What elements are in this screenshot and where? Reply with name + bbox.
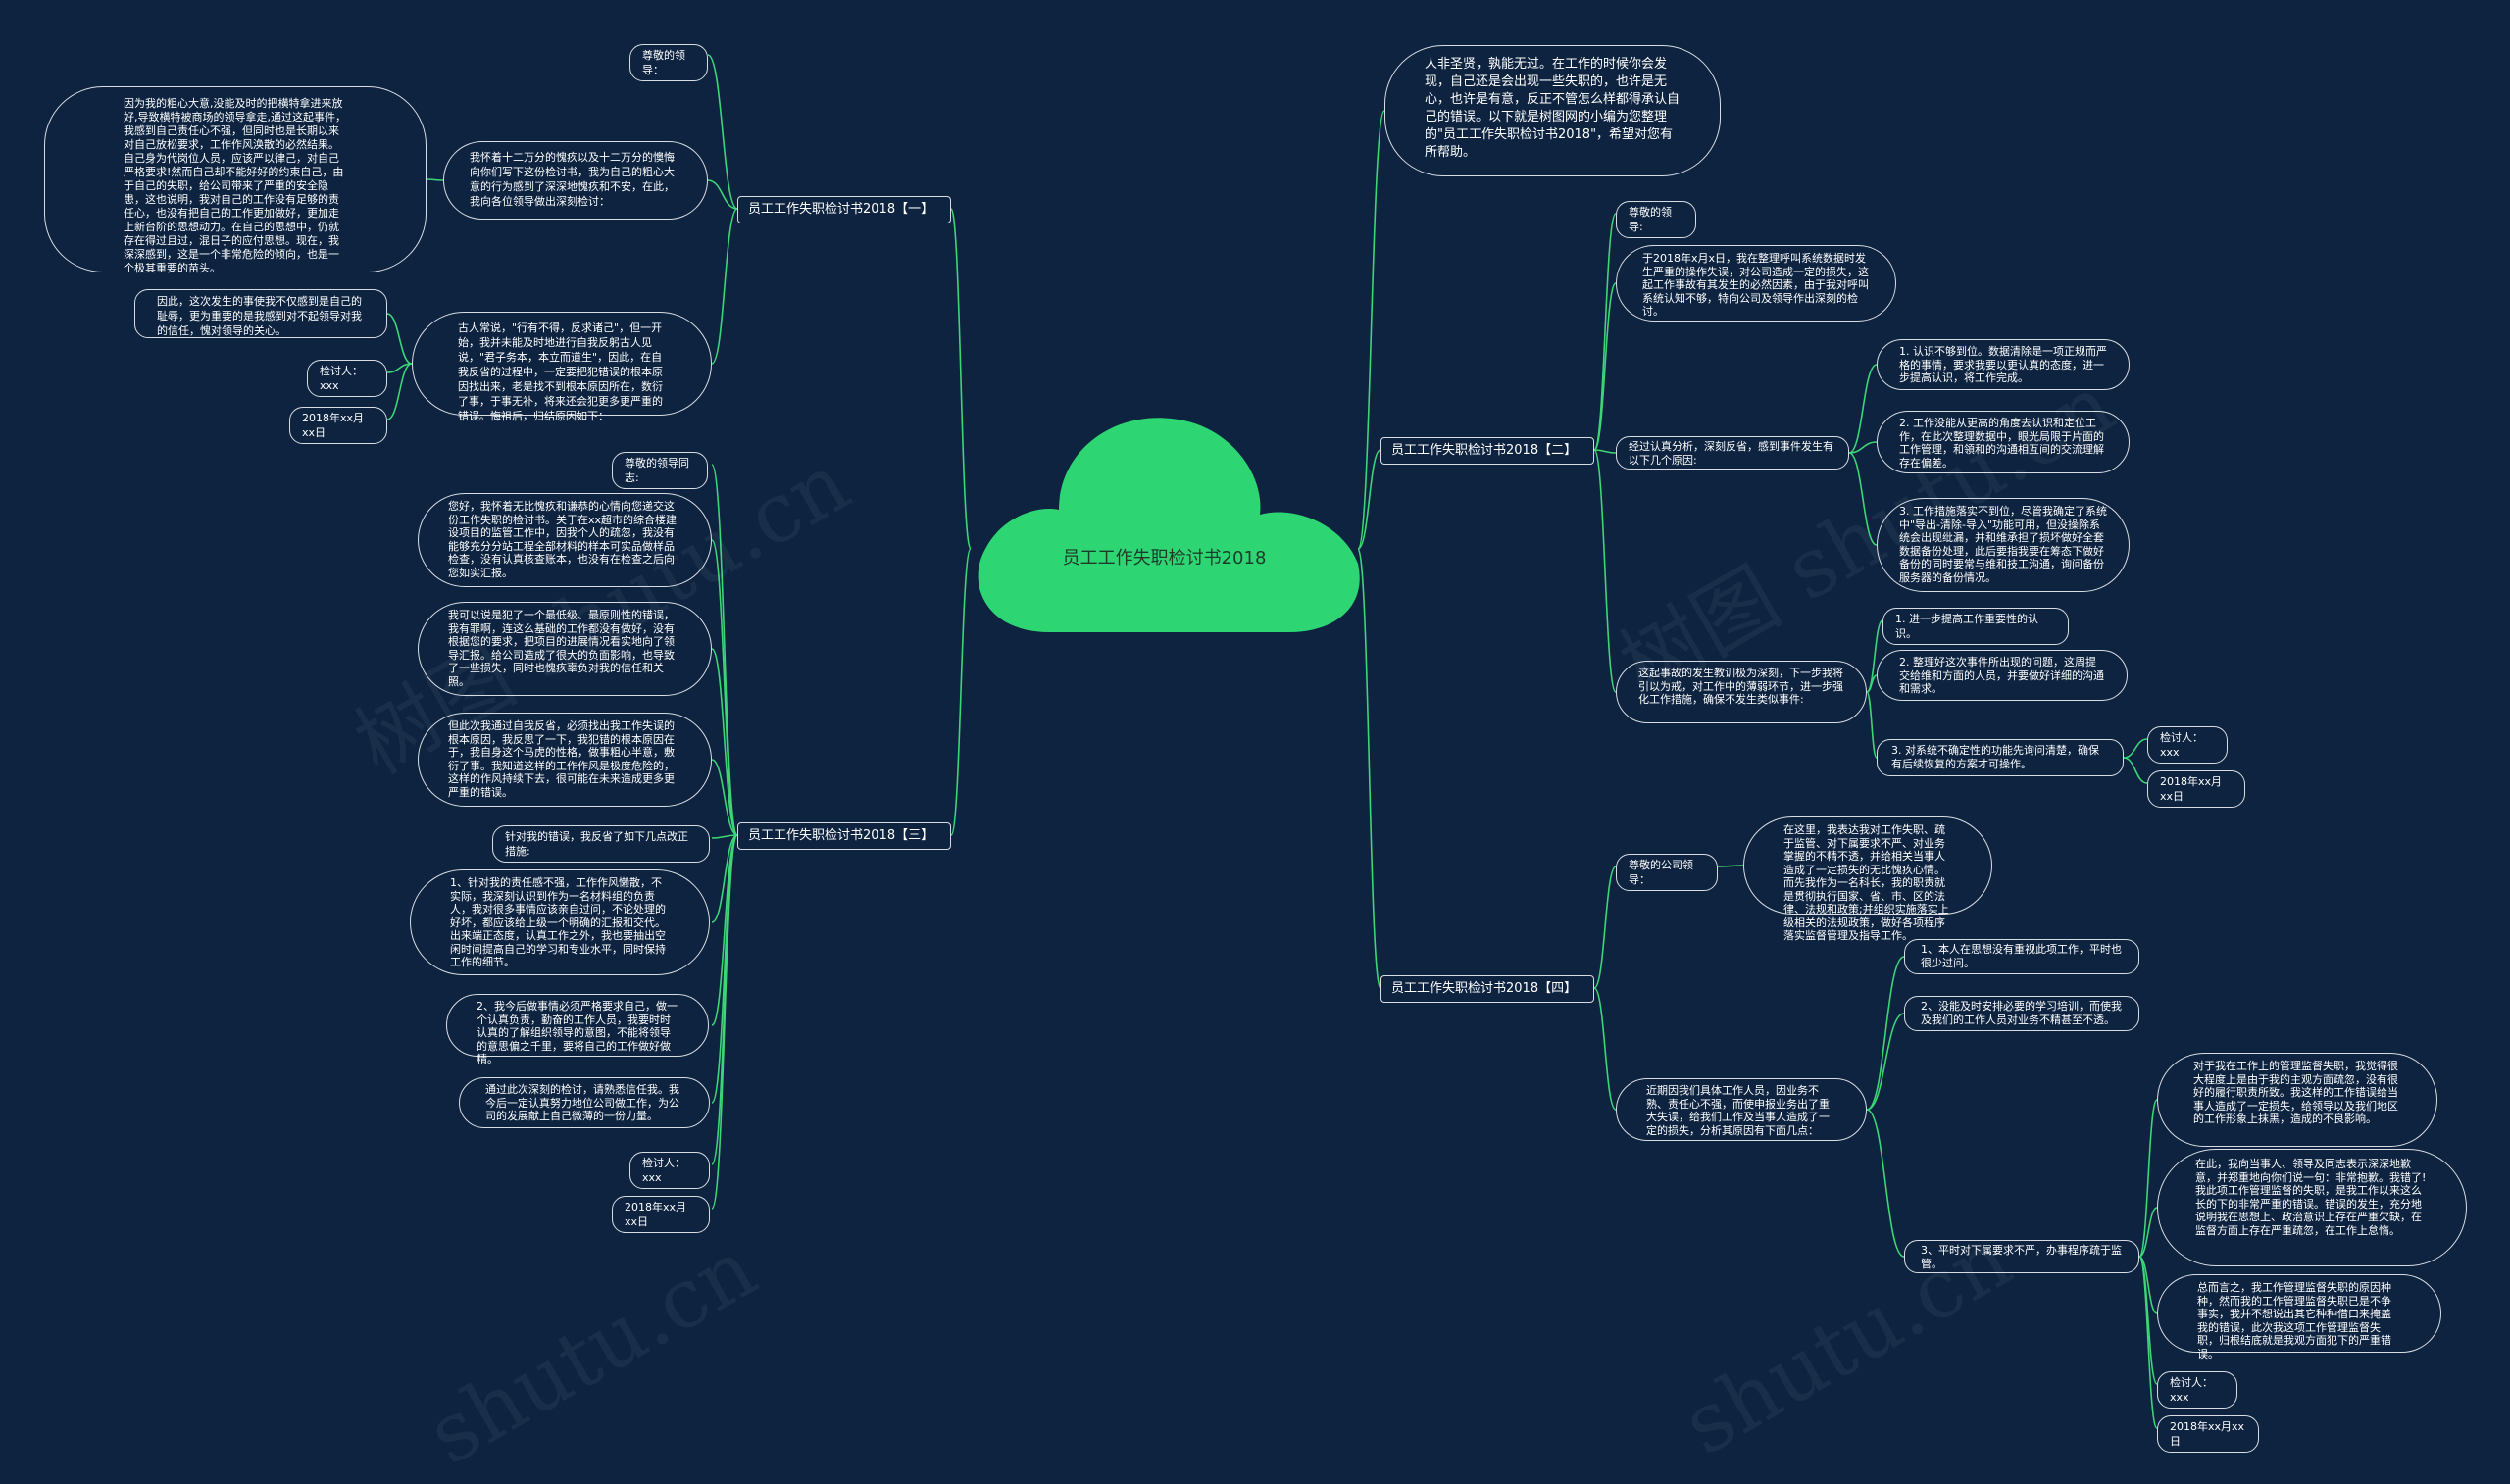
b3-measures-intro[interactable]: 针对我的错误，我反省了如下几点改正措施:	[492, 825, 710, 863]
connector-line	[2138, 1256, 2158, 1429]
b3-measure-1[interactable]: 1、针对我的责任感不强，工作作风懒散，不实际，我深刻认识到作为一名材料组的负责人…	[410, 869, 710, 975]
b2-step-2[interactable]: 2. 整理好这次事件所出现的问题，这周提交给维和方面的人员，并要做好详细的沟通和…	[1877, 650, 2128, 701]
connector-line	[1866, 956, 1905, 1111]
b1-greeting[interactable]: 尊敬的领导：	[629, 44, 708, 81]
b2-step-3[interactable]: 3. 对系统不确定性的功能先询问清楚，确保有后续恢复的方案才可操作。	[1877, 739, 2124, 776]
connector-line	[2138, 1099, 2158, 1258]
intro-node[interactable]: 人非圣贤，孰能无过。在工作的时候你会发现，自己还是会出现一些失职的，也许是无心，…	[1384, 45, 1721, 176]
cloud-shape	[978, 418, 1360, 632]
connector-line	[950, 208, 972, 550]
b3-measure-2[interactable]: 2、我今后做事情必须严格要求自己，做一个认真负责，勤奋的工作人员，我要时时认真的…	[446, 994, 709, 1065]
b4-cause-3[interactable]: 3、平时对下属要求不严，办事程序疏于监管。	[1904, 1240, 2139, 1273]
b1-paragraph-2[interactable]: 古人常说，"行有不得，反求诸己"，但一开始，我并未能及时地进行自我反躬古人见说，…	[412, 312, 712, 422]
b4-reviewer[interactable]: 检讨人：xxx	[2157, 1371, 2237, 1409]
b4-date[interactable]: 2018年xx月xx日	[2157, 1415, 2259, 1453]
connector-line	[711, 759, 738, 836]
b3-conclusion[interactable]: 通过此次深刻的检讨，请熟悉信任我。我今后一定认真努力地位公司做工作，为公司的发展…	[459, 1077, 710, 1128]
connector-line	[2123, 757, 2148, 784]
connector-line	[1866, 1109, 1905, 1258]
b3-reviewer[interactable]: 检讨人：xxx	[629, 1152, 710, 1189]
b4-cause-2[interactable]: 2、没能及时安排必要的学习培训，而使我及我们的工作人员对业务不精甚至不透。	[1904, 996, 2139, 1031]
connector-line	[1593, 282, 1617, 451]
b2-date[interactable]: 2018年xx月xx日	[2147, 770, 2245, 808]
b1-paragraph-1[interactable]: 我怀着十二万分的愧疚以及十二万分的懊悔向你们写下这份检讨书，我为自己的粗心大意的…	[443, 141, 708, 220]
connector-line	[1866, 1013, 1905, 1111]
b1-paragraph-2-detail[interactable]: 因此，这次发生的事使我不仅感到是自己的耻辱，更为重要的是我感到对不起领导对我的信…	[134, 289, 387, 338]
b4-causes-intro[interactable]: 近期因我们具体工作人员，因业务不熟、责任心不强，而使申报业务出了重大失误，给我们…	[1616, 1078, 1867, 1141]
connector-line	[1593, 449, 1617, 693]
connector-line	[2123, 738, 2148, 759]
connector-line	[1848, 452, 1878, 546]
central-topic[interactable]: 员工工作失职检讨书2018	[966, 407, 1363, 637]
b2-step-1[interactable]: 1. 进一步提高工作重要性的认识。	[1882, 608, 2069, 645]
b1-date[interactable]: 2018年xx月xx日	[289, 407, 387, 444]
b4-cause-1[interactable]: 1、本人在思想没有重视此项工作，平时也很少过问。	[1904, 939, 2139, 974]
b1-paragraph-1-detail[interactable]: 因为我的粗心大意,没能及时的把横特拿进来放好,导致横特被商场的领导拿走,通过这起…	[44, 86, 427, 274]
connector-line	[711, 208, 738, 365]
connector-line	[1357, 449, 1381, 550]
b3-date[interactable]: 2018年xx月xx日	[612, 1196, 710, 1233]
branch-3-title[interactable]: 员工工作失职检讨书2018【三】	[737, 822, 951, 850]
connector-line	[707, 179, 738, 210]
b2-next-steps[interactable]: 这起事故的发生教训极为深刻，下一步我将引以为戒，对工作中的薄弱环节，进一步强化工…	[1616, 661, 1867, 723]
b2-reason-1[interactable]: 1. 认识不够到位。数据清除是一项正规而严格的事情，要求我要以更认真的态度，进一…	[1877, 339, 2130, 390]
b3-paragraph-2[interactable]: 我可以说是犯了一个最低级、最原则性的错误，我有罪啊，连这么基础的工作都没有做好，…	[418, 602, 712, 696]
connector-line	[1593, 866, 1617, 989]
b4-cause-3-detail-3[interactable]: 总而言之，我工作管理监督失职的原因种种，然而我的工作管理监督失职已是不争事实，我…	[2157, 1274, 2441, 1360]
b4-cause-3-detail-1[interactable]: 对于我在工作上的管理监督失职，我觉得很大程度上是由于我的主观方面疏忽，没有很好的…	[2157, 1053, 2437, 1147]
connector-line	[1593, 213, 1617, 451]
connector-line	[1848, 364, 1878, 454]
connector-line	[1593, 449, 1617, 454]
b3-paragraph-1[interactable]: 您好，我怀着无比愧疚和谦恭的心情向您递交这份工作失职的检讨书。关于在xx超市的综…	[418, 493, 712, 587]
connector-line	[707, 54, 738, 210]
central-topic-label: 员工工作失职检讨书2018	[1062, 548, 1267, 569]
connector-line	[1593, 987, 1617, 1111]
b4-greeting[interactable]: 尊敬的公司领导：	[1616, 854, 1718, 891]
connector-line	[386, 363, 413, 420]
connector-line	[711, 834, 738, 923]
b2-analysis[interactable]: 经过认真分析，深刻反省，感到事件发生有以下几个原因:	[1616, 436, 1849, 470]
connector-line	[2138, 1256, 2158, 1385]
branch-4-title[interactable]: 员工工作失职检讨书2018【四】	[1380, 975, 1594, 1003]
connector-line	[426, 178, 444, 181]
b4-greeting-detail[interactable]: 在这里，我表达我对工作失职、疏于监管、对下属要求不严、对业务掌握的不精不透，并给…	[1743, 816, 1992, 942]
b2-reviewer[interactable]: 检讨人：xxx	[2147, 726, 2228, 764]
b3-paragraph-3[interactable]: 但此次我通过自我反省，必须找出我工作失误的根本原因，我反思了一下，我犯错的根本原…	[418, 713, 712, 807]
b1-reviewer[interactable]: 检讨人：xxx	[307, 360, 387, 397]
connector-line	[1357, 548, 1381, 989]
connector-line	[1866, 691, 1878, 759]
connector-line	[1848, 441, 1878, 454]
branch-1-title[interactable]: 员工工作失职检讨书2018【一】	[737, 196, 951, 223]
connector-line	[1866, 674, 1878, 693]
connector-line	[950, 548, 972, 836]
b3-greeting[interactable]: 尊敬的领导同志:	[612, 452, 708, 489]
b2-reason-3[interactable]: 3. 工作措施落实不到位，尽管我确定了系统中"导出-清除-导入"功能可用，但没操…	[1877, 498, 2130, 592]
b2-reason-2[interactable]: 2. 工作没能从更高的角度去认识和定位工作，在此次整理数据中，眼光局限于片面的工…	[1877, 411, 2130, 473]
connector-line	[711, 539, 738, 836]
connector-line	[1357, 110, 1385, 550]
b4-cause-3-detail-2[interactable]: 在此，我向当事人、领导及同志表示深深地歉意，并郑重地向你们说一句：非常抱歉。我错…	[2157, 1149, 2467, 1266]
b2-paragraph-1[interactable]: 于2018年x月x日，我在整理呼叫系统数据时发生严重的操作失误，对公司造成一定的…	[1616, 245, 1896, 322]
connector-line	[386, 313, 413, 365]
connector-line	[711, 834, 738, 839]
connector-line	[711, 834, 738, 1210]
b2-greeting[interactable]: 尊敬的领导:	[1616, 201, 1696, 238]
branch-2-title[interactable]: 员工工作失职检讨书2018【二】	[1380, 437, 1594, 465]
connector-line	[2138, 1207, 2158, 1258]
connector-line	[711, 648, 738, 836]
